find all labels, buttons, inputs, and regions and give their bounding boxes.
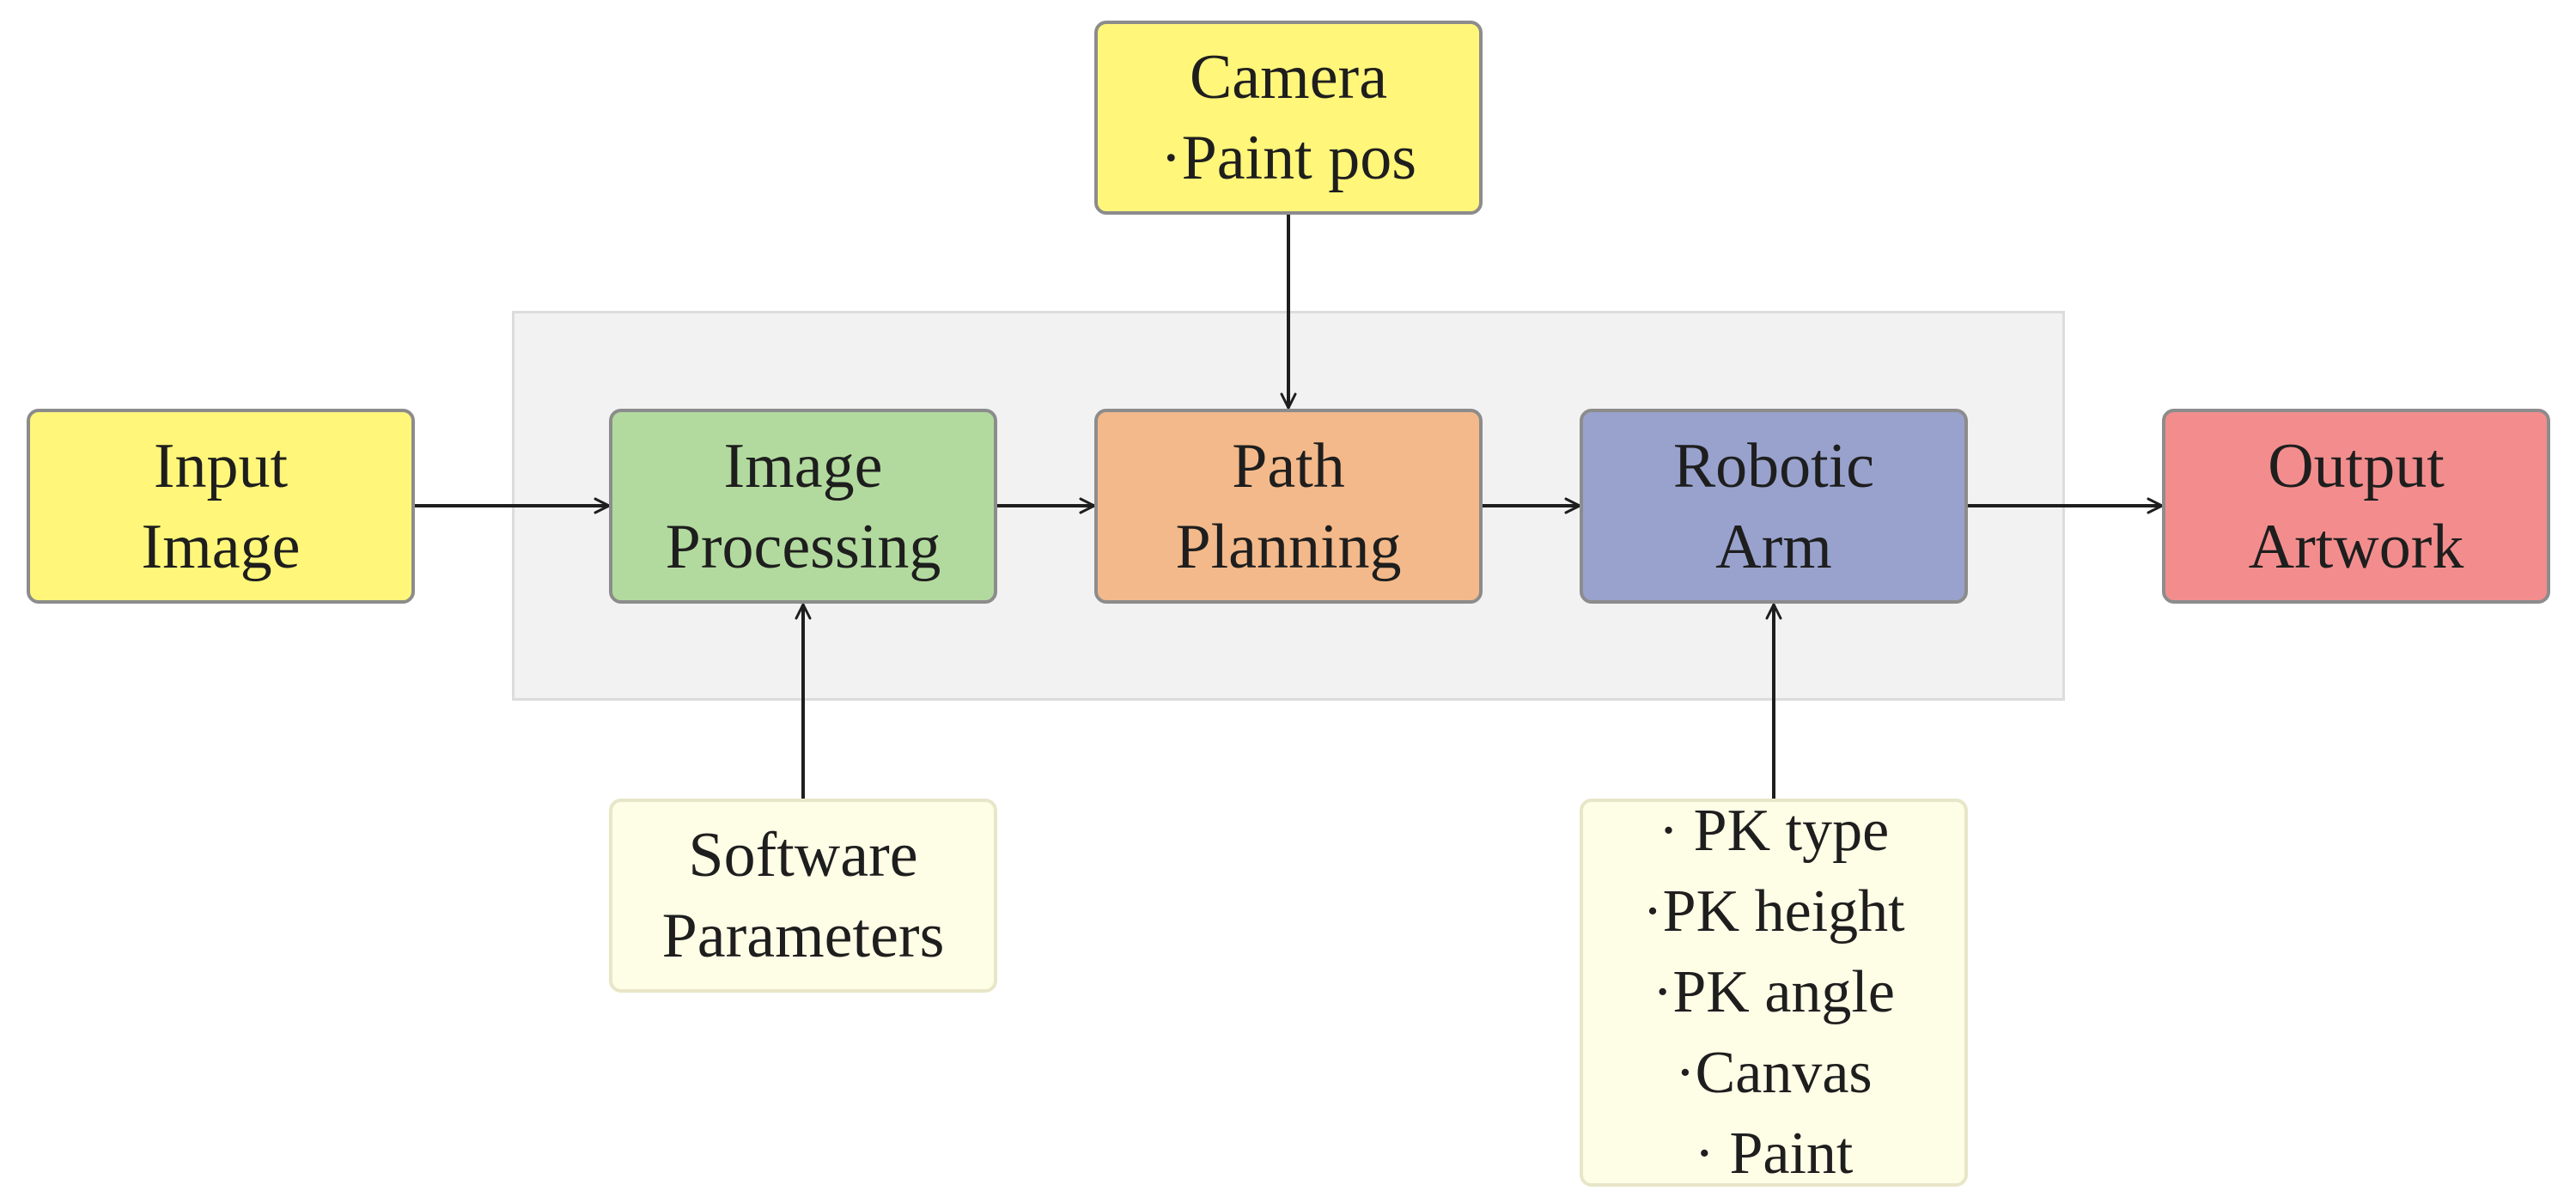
image-processing-line1: Image xyxy=(723,430,883,501)
path-planning-line1: Path xyxy=(1232,430,1345,501)
arm-param-pk-angle: ·PK angle xyxy=(1653,959,1895,1025)
software-parameters-line2: Parameters xyxy=(661,901,945,971)
output-artwork-line2: Artwork xyxy=(2248,511,2464,582)
arm-param-canvas: ·Canvas xyxy=(1675,1040,1873,1106)
input-image-node: Input Image xyxy=(27,409,415,604)
arm-parameters-node: · PK type ·PK height ·PK angle ·Canvas ·… xyxy=(1580,798,1968,1187)
arm-param-pk-type: · PK type xyxy=(1658,798,1890,864)
output-artwork-line1: Output xyxy=(2268,430,2445,501)
input-image-line1: Input xyxy=(153,430,289,501)
path-planning-node: Path Planning xyxy=(1094,409,1483,604)
arm-param-pk-height: ·PK height xyxy=(1642,878,1905,945)
output-artwork-node: Output Artwork xyxy=(2162,409,2550,604)
robotic-arm-line2: Arm xyxy=(1715,511,1832,582)
robotic-arm-node: Robotic Arm xyxy=(1580,409,1968,604)
camera-node-line2: ·Paint pos xyxy=(1160,123,1417,193)
input-image-line2: Image xyxy=(141,511,301,582)
arm-param-paint: · Paint xyxy=(1694,1121,1854,1187)
software-parameters-node: Software Parameters xyxy=(609,799,997,993)
image-processing-node: Image Processing xyxy=(609,409,997,604)
software-parameters-line1: Software xyxy=(688,820,918,890)
camera-node-line1: Camera xyxy=(1189,42,1388,112)
camera-node: Camera ·Paint pos xyxy=(1094,21,1483,215)
robotic-arm-line1: Robotic xyxy=(1672,430,1875,501)
path-planning-line2: Planning xyxy=(1175,511,1402,582)
image-processing-line2: Processing xyxy=(665,511,941,582)
